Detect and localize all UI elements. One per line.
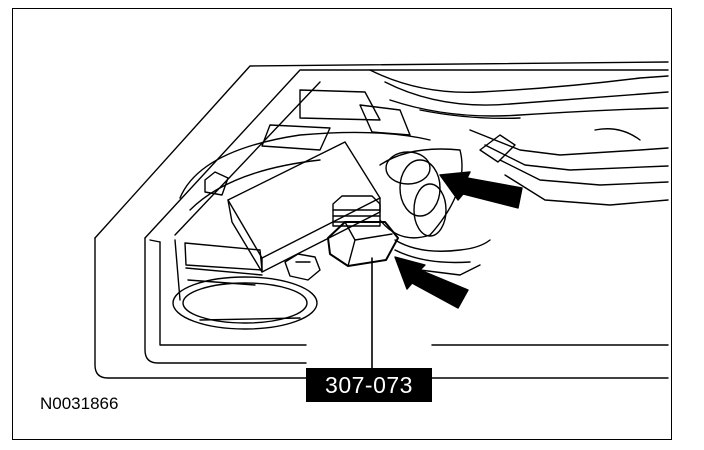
drain-plug [327, 195, 399, 267]
tool-callout-label: 307-073 [306, 368, 432, 402]
pointer-arrows [394, 171, 523, 309]
upper-castings [261, 69, 669, 206]
figure-border [12, 8, 672, 440]
fluid-passage [379, 148, 491, 276]
figure-id: N0031866 [40, 394, 119, 413]
lower-arrow [394, 256, 469, 309]
housing-outline [94, 61, 669, 379]
upper-arrow [439, 171, 523, 209]
